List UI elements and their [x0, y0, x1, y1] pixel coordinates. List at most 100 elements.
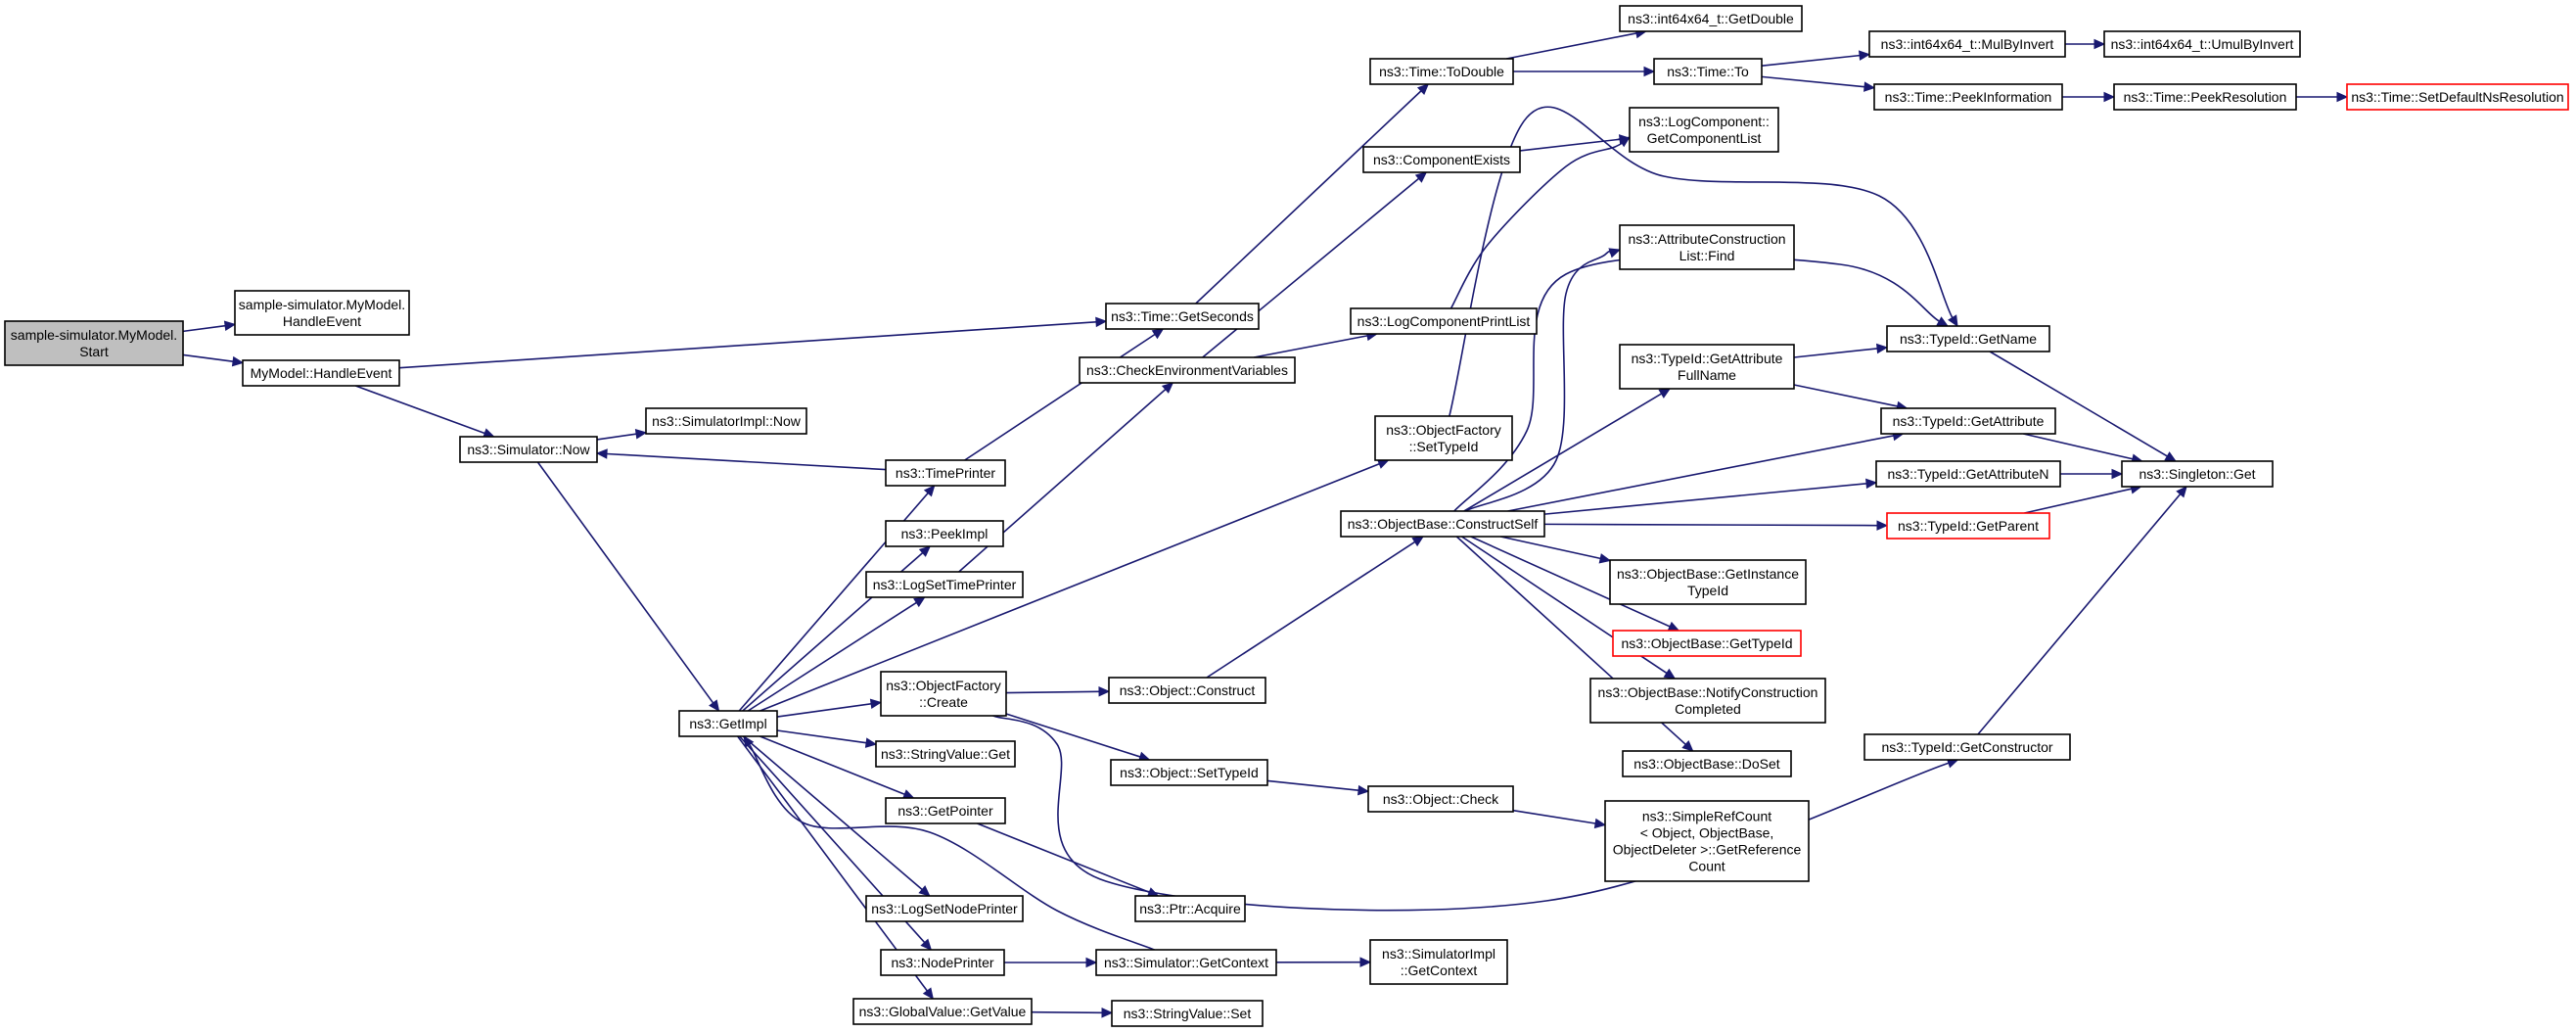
- node-object-construct[interactable]: ns3::Object::Construct: [1108, 677, 1266, 704]
- node-box: [880, 671, 1007, 717]
- node-box: [1108, 677, 1266, 704]
- node-simulator-getcontext[interactable]: ns3::Simulator::GetContext: [1095, 949, 1277, 976]
- node-logsettimeprinter[interactable]: ns3::LogSetTimePrinter: [865, 571, 1024, 598]
- node-objectbase-gettypeid[interactable]: ns3::ObjectBase::GetTypeId: [1612, 630, 1802, 657]
- node-logcomponent-getcomponentlist[interactable]: ns3::LogComponent::GetComponentList: [1629, 107, 1779, 153]
- node-object-settypeid[interactable]: ns3::Object::SetTypeId: [1110, 759, 1268, 786]
- node-start[interactable]: sample-simulator.MyModel.Start: [4, 320, 184, 366]
- edge-line: [1253, 335, 1368, 358]
- node-stringvalue-get[interactable]: ns3::StringValue::Get: [875, 740, 1016, 768]
- node-label: ns3::TypeId::GetName: [1900, 331, 2037, 347]
- arrowhead: [1359, 957, 1372, 967]
- arrowhead: [2093, 38, 2106, 50]
- node-int64-umulbyinvert[interactable]: ns3::int64x64_t::UmulByInvert: [2103, 30, 2301, 58]
- node-time-to[interactable]: ns3::Time::To: [1653, 58, 1763, 85]
- node-label: ns3::GetImpl: [689, 716, 766, 731]
- arrowhead: [231, 355, 245, 367]
- node-label: ns3::StringValue::Get: [881, 746, 1010, 762]
- node-nodeprinter[interactable]: ns3::NodePrinter: [880, 949, 1005, 976]
- node-int64-getdouble[interactable]: ns3::int64x64_t::GetDouble: [1619, 5, 1803, 32]
- node-stringvalue-set[interactable]: ns3::StringValue::Set: [1111, 1000, 1264, 1027]
- node-objectfactory-settypeid[interactable]: ns3::ObjectFactory::SetTypeId: [1374, 415, 1513, 461]
- node-simulator-now[interactable]: ns3::Simulator::Now: [459, 436, 598, 463]
- edge-line: [977, 822, 1150, 894]
- edge-time-todouble-to-time-to: [1513, 66, 1656, 77]
- arrowhead: [223, 320, 237, 331]
- node-mymodel-handleevent-a[interactable]: sample-simulator.MyModel.HandleEvent: [234, 290, 410, 336]
- node-box: [1653, 58, 1763, 85]
- node-logsetnodeprinter[interactable]: ns3::LogSetNodePrinter: [865, 895, 1024, 922]
- arrowhead: [1151, 328, 1165, 340]
- node-label: ns3::SimpleRefCount: [1642, 809, 1771, 824]
- arrowhead: [864, 737, 878, 748]
- node-label: Count: [1688, 859, 1725, 874]
- edge-line: [1449, 141, 1623, 309]
- node-box: [1612, 630, 1802, 657]
- arrowhead: [1414, 171, 1428, 183]
- node-typeid-getname[interactable]: ns3::TypeId::GetName: [1886, 325, 2050, 352]
- node-peekimpl[interactable]: ns3::PeekImpl: [885, 520, 1004, 547]
- node-box: [1880, 407, 2056, 435]
- arrowhead: [2111, 468, 2124, 480]
- node-label: ns3::PeekImpl: [901, 526, 989, 541]
- node-label: ns3::int64x64_t::MulByInvert: [1881, 36, 2054, 52]
- node-typeid-getparent[interactable]: ns3::TypeId::GetParent: [1886, 512, 2050, 540]
- node-typeid-getconstructor[interactable]: ns3::TypeId::GetConstructor: [1863, 733, 2071, 761]
- node-label: ns3::Time::PeekInformation: [1885, 89, 2052, 105]
- arrowhead: [1416, 83, 1430, 96]
- edge-line: [398, 321, 1097, 369]
- node-time-setdefaultnsresolution[interactable]: ns3::Time::SetDefaultNsResolution: [2346, 83, 2569, 111]
- node-logcomponentprintlist[interactable]: ns3::LogComponentPrintList: [1350, 307, 1538, 335]
- node-time-peekinformation[interactable]: ns3::Time::PeekInformation: [1873, 83, 2063, 111]
- node-singleton-get[interactable]: ns3::Singleton::Get: [2121, 460, 2274, 488]
- node-objectbase-constructself[interactable]: ns3::ObjectBase::ConstructSelf: [1340, 510, 1545, 538]
- node-ptr-acquire[interactable]: ns3::Ptr::Acquire: [1134, 895, 1246, 922]
- node-simulatorimpl-now[interactable]: ns3::SimulatorImpl::Now: [645, 407, 807, 435]
- node-checkenvironmentvariables[interactable]: ns3::CheckEnvironmentVariables: [1079, 356, 1296, 384]
- node-label: ns3::TypeId::GetAttribute: [1632, 351, 1783, 366]
- arrowhead: [1863, 81, 1876, 92]
- edge-getimpl-to-stringvalue-get: [776, 729, 878, 748]
- node-timeprinter[interactable]: ns3::TimePrinter: [885, 459, 1006, 487]
- node-box: [678, 710, 778, 737]
- node-time-peekresolution[interactable]: ns3::Time::PeekResolution: [2113, 83, 2297, 111]
- node-box: [875, 740, 1016, 768]
- edge-line: [748, 743, 1155, 951]
- node-box: [1604, 800, 1810, 882]
- node-box: [865, 571, 1024, 598]
- node-getpointer[interactable]: ns3::GetPointer: [885, 797, 1006, 824]
- node-time-todouble[interactable]: ns3::Time::ToDouble: [1369, 58, 1514, 85]
- edge-getimpl-to-globalvalue-getvalue: [737, 735, 935, 1000]
- node-objectbase-doset[interactable]: ns3::ObjectBase::DoSet: [1622, 750, 1792, 777]
- arrowhead: [634, 429, 648, 440]
- node-componentexists[interactable]: ns3::ComponentExists: [1362, 146, 1521, 173]
- node-globalvalue-getvalue[interactable]: ns3::GlobalValue::GetValue: [852, 998, 1033, 1025]
- node-time-getseconds[interactable]: ns3::Time::GetSeconds: [1105, 303, 1260, 330]
- node-objectfactory-create[interactable]: ns3::ObjectFactory::Create: [880, 671, 1007, 717]
- node-simulatorimpl-getcontext[interactable]: ns3::SimulatorImpl::GetContext: [1369, 939, 1508, 985]
- node-box: [2113, 83, 2297, 111]
- node-object-check[interactable]: ns3::Object::Check: [1367, 785, 1514, 813]
- node-box: [1079, 356, 1296, 384]
- node-typeid-getattributen[interactable]: ns3::TypeId::GetAttributeN: [1875, 460, 2061, 488]
- arrowhead: [1663, 668, 1677, 680]
- node-getimpl[interactable]: ns3::GetImpl: [678, 710, 778, 737]
- node-typeid-getattribute[interactable]: ns3::TypeId::GetAttribute: [1880, 407, 2056, 435]
- edge-line: [1206, 540, 1416, 679]
- edge-line: [1500, 536, 1601, 560]
- node-simplerefcount-getreferencecount[interactable]: ns3::SimpleRefCount< Object, ObjectBase,…: [1604, 800, 1810, 882]
- edge-line: [737, 735, 928, 992]
- node-label: ns3::ObjectFactory: [1386, 422, 1501, 438]
- node-mymodel-handleevent-b[interactable]: MyModel::HandleEvent: [242, 359, 400, 387]
- node-label: ns3::LogComponent::: [1638, 114, 1770, 129]
- edge-line: [776, 729, 867, 744]
- arrowhead: [1643, 66, 1656, 77]
- node-objectbase-notifyconstructioncompleted[interactable]: ns3::ObjectBase::NotifyConstructionCompl…: [1589, 678, 1826, 724]
- arrowhead: [1095, 316, 1108, 328]
- node-box: [1619, 5, 1803, 32]
- node-int64-mulbyinvert[interactable]: ns3::int64x64_t::MulByInvert: [1868, 30, 2066, 58]
- node-box: [1619, 224, 1795, 270]
